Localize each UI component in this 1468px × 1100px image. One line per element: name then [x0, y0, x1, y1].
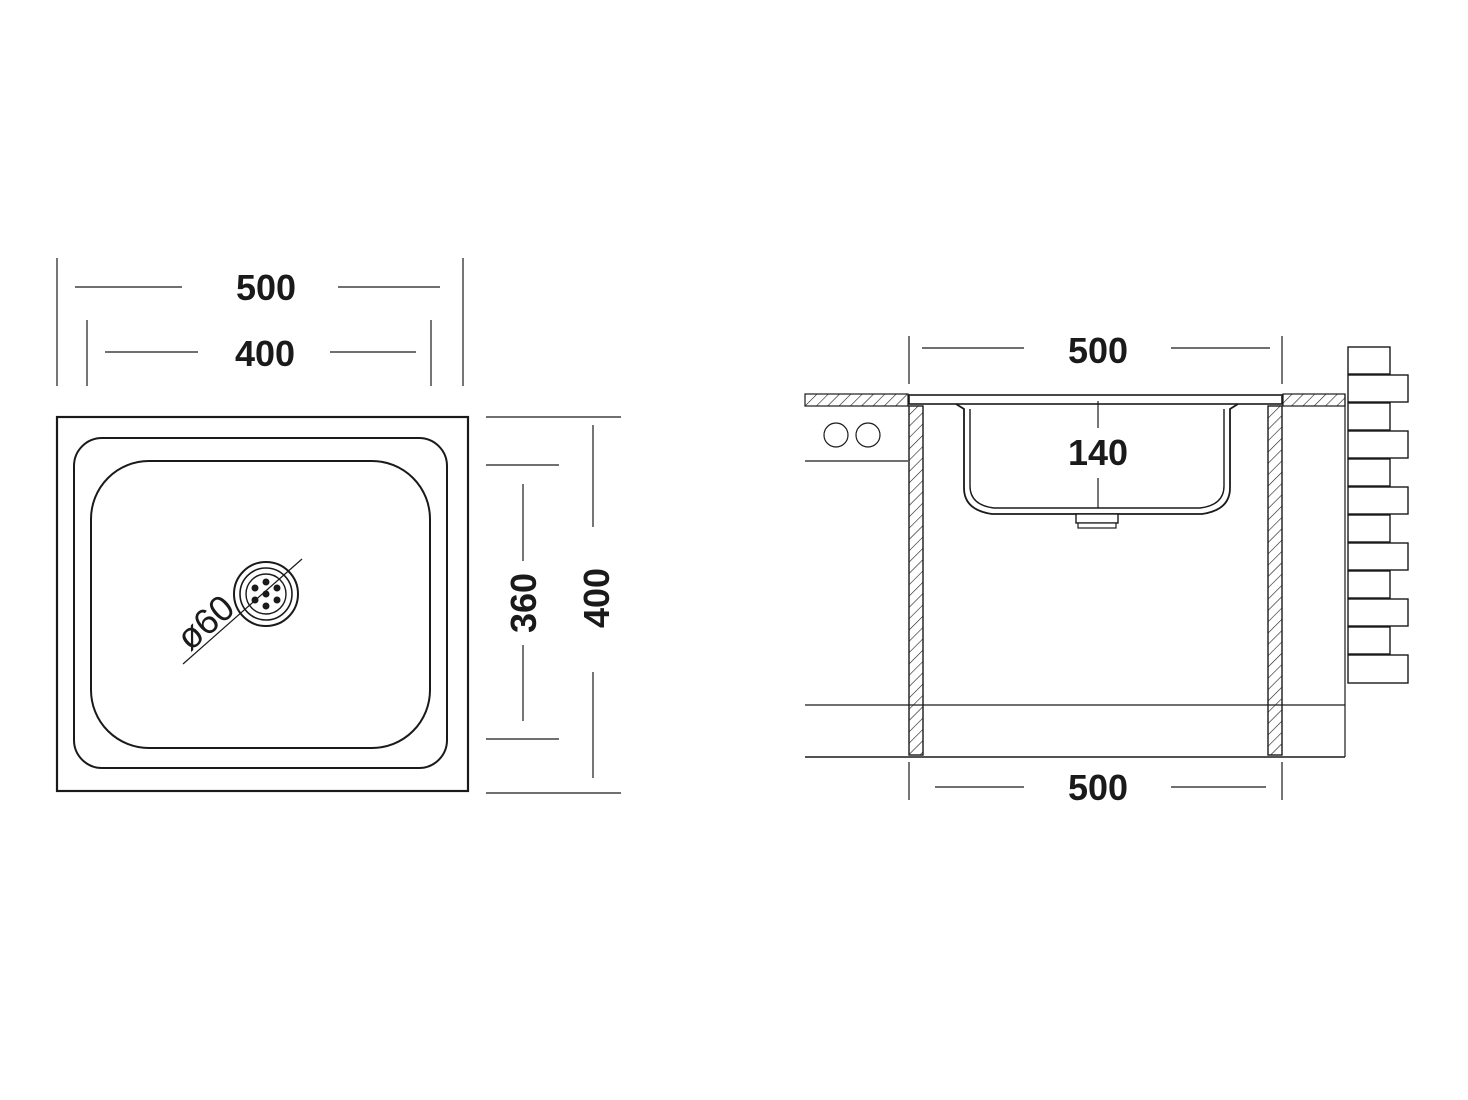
label-top-width: 500: [1068, 330, 1128, 371]
label-depth-outer: 400: [576, 568, 617, 628]
drain-outlet: [1075, 513, 1119, 524]
countertop-right: [1282, 393, 1346, 407]
dimension-top-500: 500: [908, 330, 1283, 384]
label-bottom-width: 500: [1068, 767, 1128, 808]
dimension-depth-400: 400: [576, 425, 617, 778]
side-view: 500 140: [804, 330, 1409, 808]
label-drain-diameter: ø60: [168, 586, 242, 658]
cabinet-wall-left: [908, 405, 924, 756]
sink-outer-rim: [55, 415, 470, 793]
label-width-inner: 400: [235, 333, 295, 374]
dimension-width-500: 500: [75, 267, 440, 308]
handle-circle-left: [823, 422, 849, 448]
brick-wall: [1347, 346, 1409, 684]
dimension-width-400: 400: [105, 333, 416, 374]
countertop-left: [804, 393, 909, 407]
sink-inner-rim: [73, 437, 448, 769]
label-depth-inner: 360: [503, 573, 544, 633]
cabinet-wall-right: [1267, 405, 1283, 756]
dimension-bowl-140: 140: [1068, 401, 1128, 508]
label-width-outer: 500: [236, 267, 296, 308]
sink-rim-plate: [908, 394, 1283, 405]
sink-bowl: [90, 460, 431, 749]
dimension-depth-360: 360: [503, 484, 544, 721]
handle-circle-right: [855, 422, 881, 448]
dimension-bottom-500: 500: [908, 762, 1283, 808]
label-bowl-depth: 140: [1068, 432, 1128, 473]
top-view: 500 400 ø60: [55, 258, 621, 794]
